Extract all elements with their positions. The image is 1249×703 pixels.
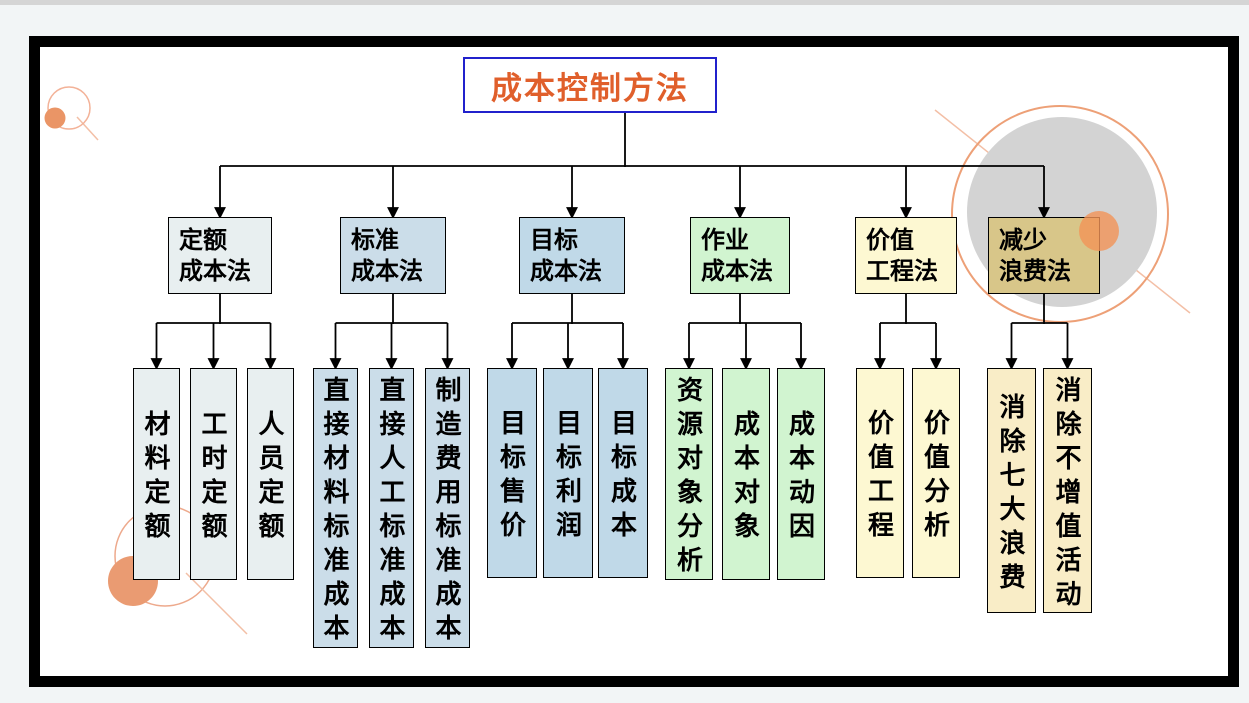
node-label: 成本动因 [785, 410, 816, 546]
node-label-line: 定额 [179, 227, 227, 254]
node-label: 价值工程 [864, 409, 895, 545]
node-cost-object: 成本对象 [722, 368, 770, 580]
node-resource-object-analysis: 资源对象分析 [665, 368, 713, 580]
node-label: 消除七大浪费 [996, 392, 1026, 597]
window-top-strip [0, 0, 1249, 5]
decor-orange-dot [1079, 211, 1119, 251]
node-label: 直接材料标准成本 [320, 376, 350, 648]
node-material-quota: 材料定额 [133, 368, 180, 580]
node-label-line: 作业 [701, 227, 749, 254]
node-target-cost: 目标成本 [598, 368, 648, 578]
node-label-line: 浪费法 [999, 258, 1071, 285]
node-cost-driver: 成本动因 [777, 368, 825, 580]
node-waste-reduction-method: 减少 浪费法 [988, 217, 1100, 294]
node-label: 制造费用标准成本 [432, 376, 462, 648]
node-label: 工时定额 [198, 410, 228, 546]
node-label-line: 成本法 [530, 258, 602, 285]
node-eliminate-seven-wastes: 消除七大浪费 [987, 368, 1036, 613]
node-label: 目标售价 [496, 409, 527, 545]
node-direct-material-standard-cost: 直接材料标准成本 [313, 368, 358, 648]
node-target-profit: 目标利润 [543, 368, 593, 578]
node-personnel-quota: 人员定额 [247, 368, 294, 580]
node-direct-labor-standard-cost: 直接人工标准成本 [369, 368, 414, 648]
node-label: 价值分析 [920, 409, 951, 545]
node-label-line: 成本法 [179, 258, 251, 285]
connector-lines [150, 113, 1074, 371]
node-quota-cost-method: 定额 成本法 [168, 217, 272, 294]
node-label: 资源对象分析 [673, 376, 704, 580]
node-labor-hour-quota: 工时定额 [190, 368, 237, 580]
node-label-line: 减少 [999, 227, 1047, 254]
node-value-engineering: 价值工程 [856, 368, 904, 578]
decor-top-left-circles [44, 86, 99, 141]
node-label: 人员定额 [255, 410, 285, 546]
node-label-line: 目标 [530, 227, 578, 254]
node-label: 成本对象 [730, 410, 761, 546]
node-eliminate-non-value-added-activities: 消除不增值活动 [1043, 368, 1092, 614]
node-label-line: 工程法 [866, 258, 938, 285]
node-activity-based-costing: 作业 成本法 [690, 217, 790, 294]
node-label-line: 成本法 [701, 258, 773, 285]
node-label: 直接人工标准成本 [376, 376, 406, 648]
node-label: 目标利润 [552, 409, 583, 545]
diagram-title: 成本控制方法 [463, 57, 717, 113]
node-label-line: 标准 [351, 227, 399, 254]
node-value-engineering-method: 价值 工程法 [855, 217, 957, 294]
node-label: 材料定额 [141, 410, 171, 546]
node-target-cost-method: 目标 成本法 [519, 217, 625, 294]
node-value-analysis: 价值分析 [912, 368, 960, 578]
node-target-price: 目标售价 [487, 368, 537, 578]
node-label-line: 成本法 [351, 258, 423, 285]
node-label: 消除不增值活动 [1052, 375, 1082, 614]
node-label: 目标成本 [607, 409, 638, 545]
node-manufacturing-overhead-standard-cost: 制造费用标准成本 [425, 368, 470, 648]
node-label-line: 价值 [866, 227, 914, 254]
node-standard-cost-method: 标准 成本法 [340, 217, 446, 294]
